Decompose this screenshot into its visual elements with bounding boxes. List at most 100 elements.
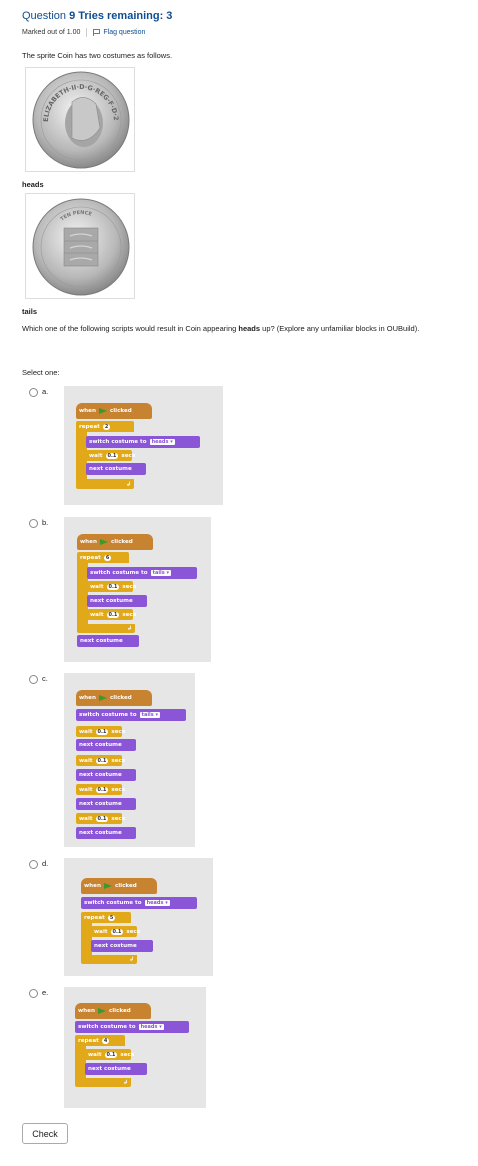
option-a[interactable]: a. [29,386,48,397]
flag-question-label: Flag question [103,29,146,36]
heads-coin-svg: ELIZABETH·II·D·G·REG·F·D·2012 [24,62,130,169]
secs-label: secs [122,611,137,618]
costume-dropdown: tails ▾ [150,570,172,576]
next-costume-label: next costume [79,742,122,748]
costume-value: tails [152,570,165,576]
green-flag-icon [98,695,107,701]
next-costume-block: next costume [77,635,139,647]
prompt-bold: heads [238,324,261,333]
repeat-label: repeat [78,1037,99,1044]
next-costume-label: next costume [94,943,137,949]
option-e[interactable]: e. [29,987,48,998]
wait-value: 0.1 [95,757,109,764]
repeat-label: repeat [80,554,101,561]
wait-label: wait [79,728,93,735]
option-c[interactable]: c. [29,673,48,684]
clicked-label: clicked [109,408,132,414]
check-button[interactable]: Check [22,1123,68,1144]
heads-caption: heads [22,180,44,189]
prompt-text-1: Which one of the following scripts would… [22,324,239,333]
radio-button[interactable] [29,519,38,528]
repeat-count: 2 [102,423,111,430]
wait-label: wait [89,452,103,459]
next-costume-label: next costume [89,466,132,472]
wait-value: 0.1 [104,1051,118,1058]
next-costume-block: next costume [86,463,146,475]
wait-label: wait [94,928,108,935]
loop-arrow-icon: ↲ [122,1079,128,1086]
loop-arrow-icon: ↲ [128,956,134,963]
heads-costume-image: ELIZABETH·II·D·G·REG·F·D·2012 [24,62,135,172]
wait-label: wait [90,583,104,590]
select-one-label: Select one: [22,368,60,377]
flag-icon [93,29,101,36]
switch-label: switch costume to [78,1024,136,1030]
tails-costume-image: TEN PENCE [25,193,135,299]
clicked-label: clicked [114,883,137,889]
next-costume-block: next costume [87,595,147,607]
repeat-count: 4 [101,1037,110,1044]
wait-label: wait [90,611,104,618]
green-flag-icon [98,408,107,414]
next-costume-block: next costume [76,769,136,781]
flag-question-link[interactable]: Flag question [93,29,145,36]
wait-value: 0.1 [105,452,119,459]
when-label: when [78,1008,95,1014]
repeat-c-arm [81,923,92,957]
green-flag-icon [97,1008,106,1014]
repeat-label: repeat [79,423,100,430]
wait-value: 0.1 [106,583,120,590]
secs-label: secs [111,815,126,822]
when-label: when [79,695,96,701]
option-letter: c. [42,674,48,683]
costume-dropdown: heads ▾ [149,439,175,445]
repeat-end: ↲ [81,955,137,964]
radio-button[interactable] [29,860,38,869]
repeat-c-arm [77,563,88,625]
switch-label: switch costume to [90,570,148,576]
radio-button[interactable] [29,388,38,397]
option-letter: e. [42,988,49,997]
radio-button[interactable] [29,989,38,998]
costume-value: heads [146,900,164,906]
next-costume-block: next costume [76,739,136,751]
repeat-count: 6 [103,554,112,561]
radio-button[interactable] [29,675,38,684]
costume-dropdown: heads ▾ [144,900,170,906]
next-costume-label: next costume [79,772,122,778]
next-costume-block: next costume [85,1063,147,1075]
repeat-c-arm [76,432,87,480]
clicked-label: clicked [108,1008,131,1014]
repeat-end: ↲ [77,624,135,633]
repeat-count: 5 [107,914,116,921]
option-d[interactable]: d. [29,858,48,869]
wait-label: wait [79,786,93,793]
wait-value: 0.1 [95,786,109,793]
option-b[interactable]: b. [29,517,48,528]
green-flag-icon [99,539,108,545]
next-costume-label: next costume [80,638,123,644]
clicked-label: clicked [110,539,133,545]
question-prompt: Which one of the following scripts would… [22,323,442,334]
green-flag-icon [103,883,112,889]
switch-label: switch costume to [84,900,142,906]
loop-arrow-icon: ↲ [126,625,132,632]
